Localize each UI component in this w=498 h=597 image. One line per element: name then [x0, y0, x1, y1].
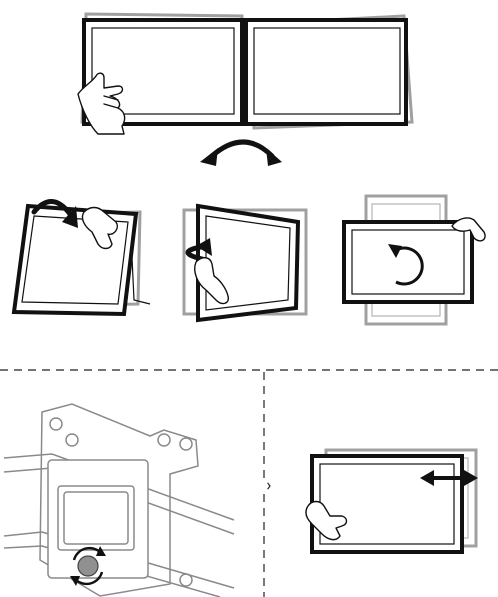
hand-icon: [194, 257, 230, 305]
dual-monitor-tilt-overview: [77, 12, 414, 166]
rotate-pivot-panel: [342, 194, 486, 326]
left-monitor: [82, 18, 244, 126]
rotate-circle-arrow-icon: [388, 244, 424, 286]
vesa-mount-panel: [3, 403, 235, 597]
curved-double-arrow-icon: [200, 139, 282, 166]
slide-horizontal-panel: [305, 448, 478, 554]
horizontal-double-arrow-icon: [420, 470, 478, 486]
hand-icon: [77, 72, 126, 135]
knob-rotate-arrow-icon: [70, 546, 106, 586]
tilt-back-panel: [11, 199, 151, 317]
right-monitor: [244, 18, 408, 126]
hand-icon: [305, 500, 348, 541]
tilt-arrow-icon: [31, 199, 78, 228]
hand-icon: [81, 206, 118, 250]
swivel-panel: [182, 203, 308, 323]
vertical-divider: [263, 372, 271, 597]
hand-icon: [451, 217, 486, 242]
